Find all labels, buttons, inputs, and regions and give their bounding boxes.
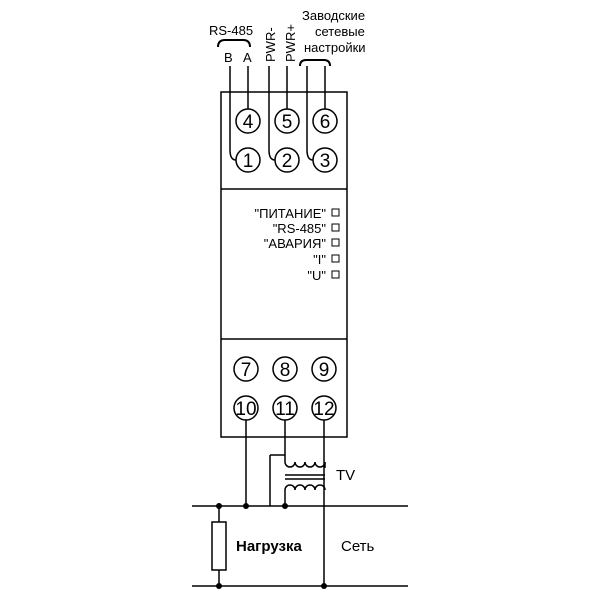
terminal-2-label: 2 xyxy=(282,151,293,172)
terminal-7-label: 7 xyxy=(241,360,252,381)
terminal-6-label: 6 xyxy=(320,112,331,133)
indicator-led-rs485 xyxy=(331,223,340,232)
terminal-11-label: 11 xyxy=(275,399,295,420)
terminal-4 xyxy=(235,108,261,134)
terminal-5 xyxy=(274,108,300,134)
b-label: B xyxy=(224,50,233,65)
indicator-led-current xyxy=(331,254,340,263)
pwr-minus-label: PWR- xyxy=(263,27,278,62)
terminal-1-label: 1 xyxy=(243,151,254,172)
rs485-label: RS-485 xyxy=(209,23,253,38)
indicator-label-current: "I" xyxy=(313,252,326,267)
junction-terminal-12 xyxy=(321,583,327,589)
terminal-9 xyxy=(311,356,337,382)
indicator-label-power: "ПИТАНИЕ" xyxy=(255,206,327,221)
factory-settings-line3: настройки xyxy=(304,40,366,55)
factory-bracket xyxy=(299,59,331,67)
rs485-bracket xyxy=(217,39,251,48)
wire-pwr-to-2 xyxy=(268,149,276,161)
terminal-4-label: 4 xyxy=(243,112,254,133)
indicator-led-alarm xyxy=(331,238,340,247)
indicator-label-voltage: "U" xyxy=(307,268,326,283)
terminal-8 xyxy=(272,356,298,382)
terminal-3-label: 3 xyxy=(320,151,331,172)
indicator-label-rs485: "RS-485" xyxy=(273,221,327,236)
indicator-led-power xyxy=(331,208,340,217)
junction-ct xyxy=(282,503,288,509)
load-label: Нагрузка xyxy=(236,538,302,555)
terminal-5-label: 5 xyxy=(282,112,293,133)
a-label: A xyxy=(243,50,252,65)
factory-settings-line1: Заводские xyxy=(302,8,365,23)
network-label: Сеть xyxy=(341,538,375,555)
wire-b-to-1 xyxy=(229,149,237,161)
indicator-label-alarm: "АВАРИЯ" xyxy=(264,236,327,251)
junction-terminal-10 xyxy=(243,503,249,509)
load-resistor xyxy=(211,521,227,571)
device-housing xyxy=(220,91,348,438)
terminal-6 xyxy=(312,108,338,134)
tv-label: TV xyxy=(336,467,355,484)
terminal-9-label: 9 xyxy=(319,360,330,381)
pwr-plus-label: PWR+ xyxy=(283,24,298,62)
terminal-12-label: 12 xyxy=(313,399,334,420)
terminal-7 xyxy=(233,356,259,382)
terminal-8-label: 8 xyxy=(280,360,291,381)
ct-lower-winding xyxy=(284,484,326,491)
indicator-led-voltage xyxy=(331,270,340,279)
wire-factory-to-3 xyxy=(306,149,314,161)
terminal-10-label: 10 xyxy=(235,399,256,420)
ct-upper-winding xyxy=(284,461,326,468)
factory-settings-line2: сетевые xyxy=(315,24,365,39)
